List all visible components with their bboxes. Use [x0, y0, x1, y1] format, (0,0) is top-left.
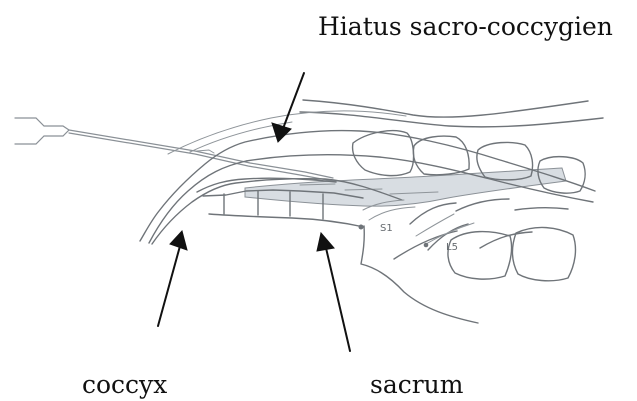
nerve-roots: [359, 200, 475, 247]
top-arrow: [272, 73, 304, 142]
hiatus-sacro-coccygien-label: Hiatus sacro-coccygien: [318, 14, 613, 39]
coccyx-arrow: [158, 231, 187, 326]
l5-label: L5: [446, 242, 458, 253]
coccyx-label: coccyx: [82, 372, 167, 397]
sacrum-arrow: [317, 233, 350, 351]
s1-label: S1: [380, 223, 393, 234]
sacrum-label: sacrum: [370, 372, 464, 397]
bony-outline: [140, 131, 595, 323]
